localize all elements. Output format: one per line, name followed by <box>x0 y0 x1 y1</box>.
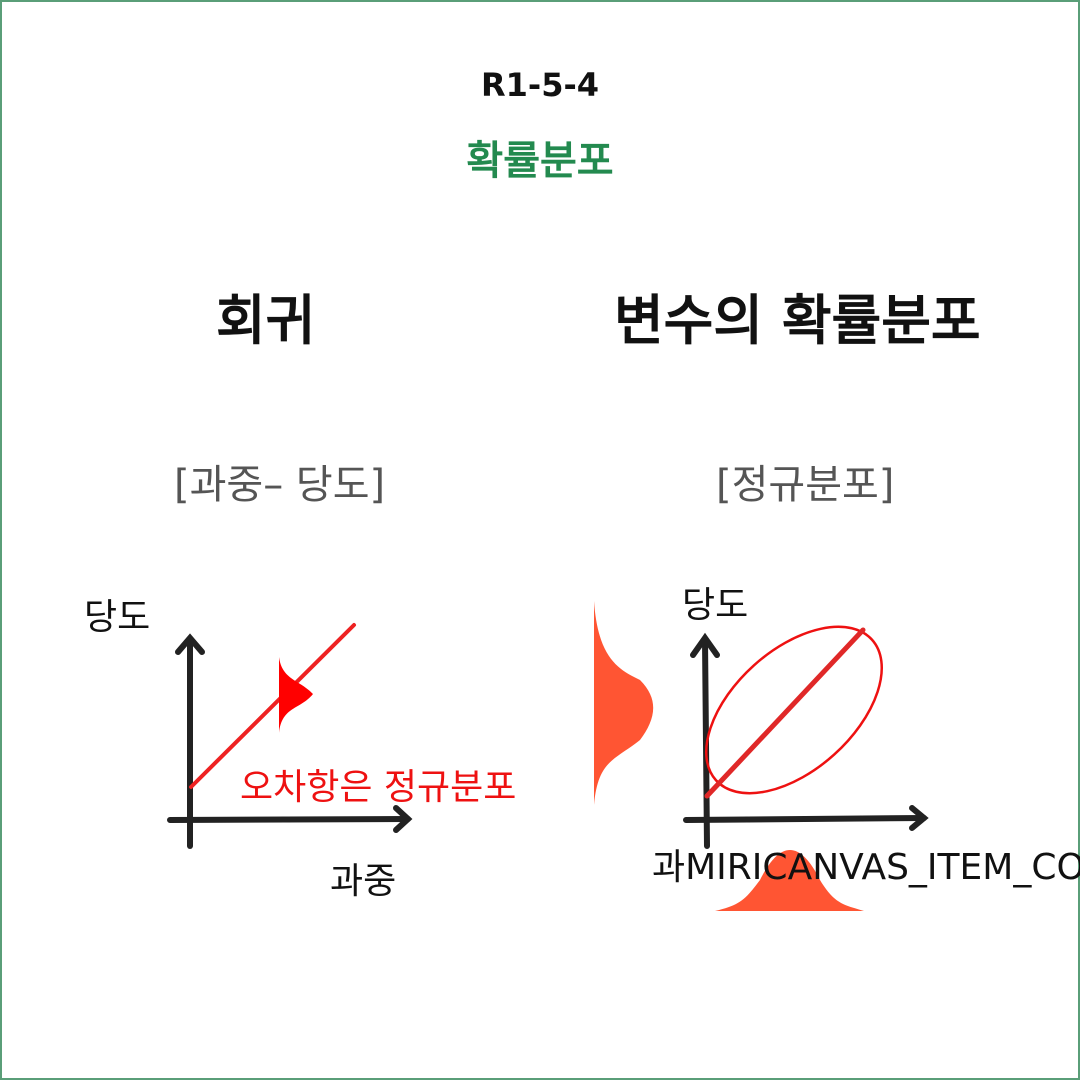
left-subheading: [과중– 당도] <box>174 462 386 508</box>
right-normal-plot <box>594 601 929 911</box>
left-x-arrowhead <box>393 805 413 833</box>
left-y-arrowhead <box>175 633 205 655</box>
error-distribution <box>279 657 313 733</box>
correlation-ellipse <box>704 625 884 795</box>
x-marginal-distribution <box>715 850 864 911</box>
right-x-label: 과MIRICANVAS_ITEM_CO <box>652 847 1080 888</box>
regression-line <box>189 623 356 789</box>
right-heading: 변수의 확률분포 <box>614 289 981 352</box>
error-annotation: 오차항은 정규분포 <box>240 767 517 808</box>
correlation-line <box>704 627 866 799</box>
lesson-code: R1-5-4 <box>481 66 599 104</box>
left-y-label: 당도 <box>84 597 151 638</box>
right-y-arrowhead <box>690 632 720 658</box>
right-x-axis <box>683 815 927 823</box>
right-subheading: [정규분포] <box>716 462 895 508</box>
right-y-label: 당도 <box>682 585 749 626</box>
right-x-arrowhead <box>909 805 929 831</box>
y-marginal-distribution <box>594 601 654 805</box>
left-x-axis <box>167 816 411 823</box>
left-heading: 회귀 <box>216 289 316 352</box>
page-title: 확률분포 <box>466 138 614 184</box>
left-regression-plot <box>167 623 413 849</box>
left-x-label: 과중 <box>330 861 397 902</box>
